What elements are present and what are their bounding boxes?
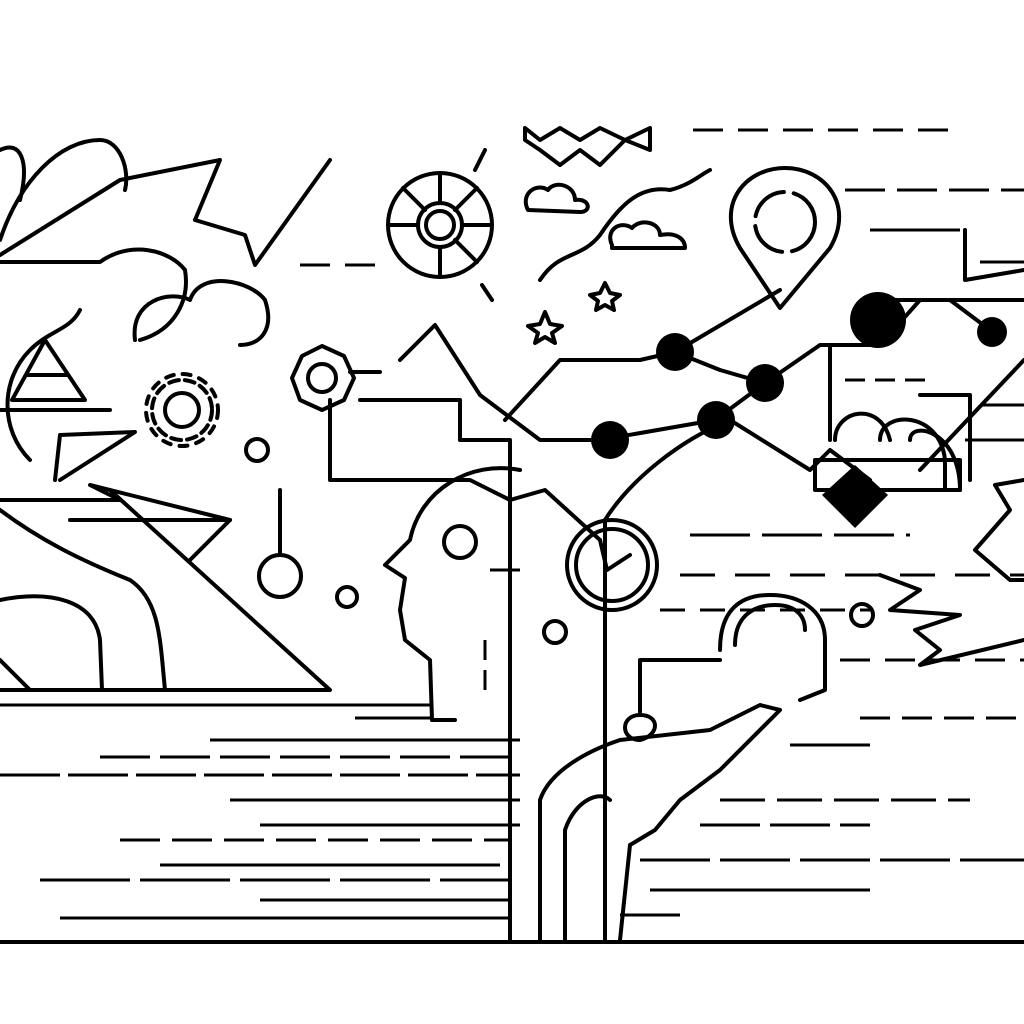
star-icon [588, 281, 622, 312]
gear-icon [144, 372, 220, 448]
head-profile-icon [718, 593, 827, 702]
dashed-lines [0, 128, 1024, 920]
cloud-icon [608, 220, 687, 250]
right-structures [813, 228, 1024, 667]
left-hills [0, 488, 332, 692]
left-triangles [0, 338, 232, 562]
diamond-icon [822, 465, 888, 528]
middle-structure [244, 398, 602, 942]
head-profile-icon [383, 466, 522, 722]
star-icon [526, 310, 564, 345]
cloud-icon [523, 182, 590, 214]
zigzag [523, 126, 652, 167]
gear-icon [290, 344, 356, 412]
map-pin-icon [728, 166, 842, 310]
left-swirl-clouds [0, 138, 332, 462]
sun-wheel-icon [386, 171, 494, 279]
clock-icon [565, 518, 659, 612]
hand-icon [538, 703, 782, 942]
